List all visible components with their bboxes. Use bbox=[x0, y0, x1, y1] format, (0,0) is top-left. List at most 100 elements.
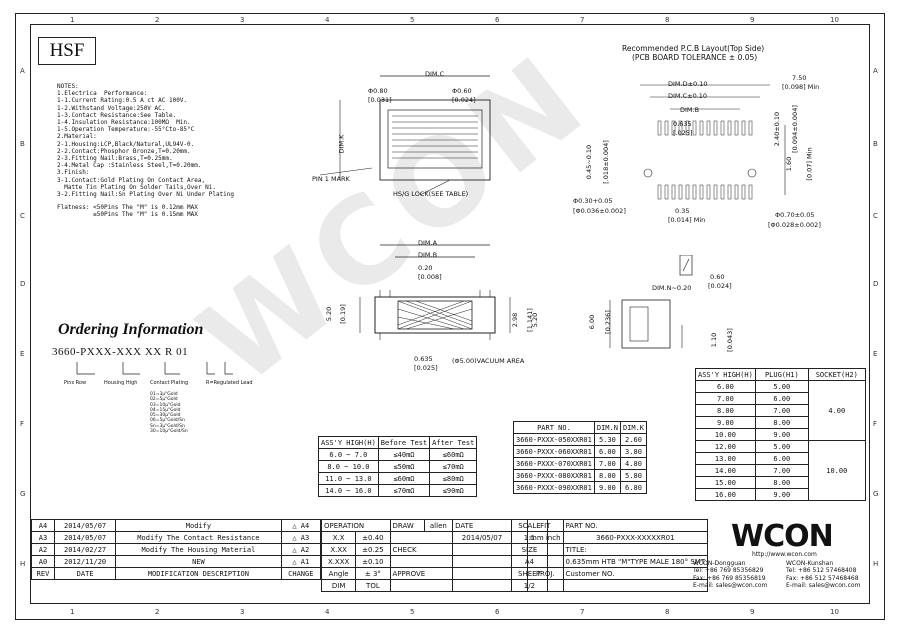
pcb-pad bbox=[664, 184, 669, 200]
dim-094: [0.094±0.004] bbox=[790, 105, 799, 153]
ordering-label-plating: Contact Plating bbox=[150, 380, 189, 386]
note-line: 2-4.Metal Cap :Stainless Steel,T=0.20mm. bbox=[57, 162, 202, 170]
dim-024: [0.024] bbox=[708, 282, 732, 290]
pcb-pad bbox=[720, 184, 725, 200]
dim-phi080: Φ0.80 bbox=[368, 87, 388, 95]
pcb-pad bbox=[657, 184, 662, 200]
dim-0025-front: [0.025] bbox=[414, 364, 438, 372]
dim-060: 0.60 bbox=[710, 273, 725, 281]
dim-236: [0.236] bbox=[603, 310, 612, 334]
pcb-pad bbox=[671, 184, 676, 200]
pcb-pad bbox=[713, 120, 718, 136]
dim-c-top: DIM.C bbox=[425, 70, 445, 78]
note-line: 3-1.Contact:Gold Plating On Contact Area… bbox=[57, 176, 206, 184]
zone-col-10-bottom: 10 bbox=[830, 608, 839, 616]
company-kunshan: WCON-Kunshan Tel: +86 512 57468408 Fax: … bbox=[786, 560, 861, 590]
plating-legend: 01=3μ"Gold 02=5μ"Gold 03=10μ"Gold 04=15μ… bbox=[150, 392, 188, 435]
pcb-pad bbox=[727, 120, 732, 136]
fitting-nail-note: HS/G LOCK(SEE TABLE) bbox=[393, 190, 469, 198]
ordering-label-lead: R=Regulated Lead bbox=[206, 380, 253, 386]
zone-row-D-right: D bbox=[873, 280, 879, 288]
note-line: 1-2.Withstand Voltage:250V AC. bbox=[57, 104, 166, 112]
dim-014: [0.014] Min bbox=[668, 216, 706, 224]
dim-phi030: Φ0.30+0.05 bbox=[573, 197, 613, 205]
zone-col-2-bottom: 2 bbox=[155, 608, 160, 616]
pcb-pad bbox=[706, 184, 711, 200]
zone-col-5-bottom: 5 bbox=[410, 608, 415, 616]
dim-k-top: DIM.K bbox=[337, 134, 346, 154]
ordering-title: Ordering Information bbox=[58, 321, 204, 338]
top-view-drawing bbox=[319, 75, 491, 196]
dim-phi028: [Φ0.028±0.002] bbox=[768, 221, 821, 229]
zone-col-9-bottom: 9 bbox=[750, 608, 755, 616]
dim-d: DIM.D±0.10 bbox=[668, 80, 708, 88]
note-line: 1-4.Insulation Resistance:100MΩ Min. bbox=[57, 119, 191, 127]
pcb-pad bbox=[685, 120, 690, 136]
wcon-logo: WCON bbox=[731, 519, 834, 554]
note-line: 2-1.Housing:LCP,Black/Natural,UL94V-0. bbox=[57, 140, 195, 148]
zone-col-1-top: 1 bbox=[70, 16, 75, 24]
zone-row-H-left: H bbox=[20, 560, 26, 568]
zone-row-D-left: D bbox=[20, 280, 26, 288]
pcb-pad bbox=[664, 120, 669, 136]
dim-020: 0.20 bbox=[418, 264, 433, 272]
zone-row-G-right: G bbox=[873, 490, 879, 498]
zone-col-4-top: 4 bbox=[325, 16, 330, 24]
note-line: 3-2.Fitting Nail:Sn Plating Over Ni Unde… bbox=[57, 191, 235, 199]
dim-600: 6.00 bbox=[588, 314, 597, 330]
zone-row-C-right: C bbox=[873, 212, 878, 220]
dim-043: [0.043] bbox=[725, 328, 734, 352]
dim-n: DIM.N~0.20 bbox=[652, 284, 692, 292]
pcb-pad bbox=[734, 120, 739, 136]
zone-row-H-right: H bbox=[873, 560, 879, 568]
hsf-stamp: HSF bbox=[38, 37, 96, 65]
zone-col-6-top: 6 bbox=[495, 16, 500, 24]
pcb-title: Recommended P.C.B Layout(Top Side)(PCB B… bbox=[622, 44, 765, 62]
pcb-pad bbox=[657, 120, 662, 136]
pcb-pad bbox=[720, 120, 725, 136]
note-line: 3.Finish: bbox=[57, 169, 90, 177]
dim-a: DIM.A bbox=[418, 239, 438, 247]
zone-col-2-top: 2 bbox=[155, 16, 160, 24]
notes-block: NOTES:1.Electrica Performance:1-1.Curren… bbox=[57, 83, 297, 219]
pcb-pad bbox=[699, 120, 704, 136]
dim-phi070: Φ0.70±0.05 bbox=[775, 211, 815, 219]
pcb-pad bbox=[748, 184, 753, 200]
drawing-frame bbox=[15, 13, 885, 620]
note-line: 1-3.Contact Resistance:See Table. bbox=[57, 111, 177, 119]
dim-0025-pcb: [.025] bbox=[673, 129, 693, 137]
pcb-pad bbox=[699, 184, 704, 200]
dim-b-pcb: DIM.B bbox=[680, 106, 700, 114]
zone-col-9-top: 9 bbox=[750, 16, 755, 24]
dim-phi036: [Φ0.036±0.002] bbox=[573, 207, 626, 215]
note-line: 2-3.Fitting Nail:Brass,T=0.25mm. bbox=[57, 155, 173, 163]
company-dongguan: WCON-Dongguan Tel: +86 769 85356829 Fax:… bbox=[693, 560, 768, 590]
pcb-pad bbox=[678, 120, 683, 136]
note-line: 2.Material: bbox=[57, 133, 97, 141]
pcb-pad bbox=[671, 120, 676, 136]
zone-col-8-bottom: 8 bbox=[665, 608, 670, 616]
pcb-pad bbox=[692, 120, 697, 136]
side-view-drawing bbox=[609, 255, 693, 349]
dim-0635-pcb: 0.635 bbox=[673, 120, 692, 128]
pin1-mark: PIN 1 MARK bbox=[312, 175, 350, 183]
dim-phi080-in: [0.031] bbox=[368, 96, 392, 104]
note-line: 1-1.Current Rating:0.5 A ct AC 100V. bbox=[57, 97, 188, 105]
drawing-border bbox=[30, 24, 870, 604]
pcb-pad bbox=[713, 184, 718, 200]
table-row: 8.0 ~ 10.0≤50mΩ≤70mΩ bbox=[318, 460, 478, 473]
